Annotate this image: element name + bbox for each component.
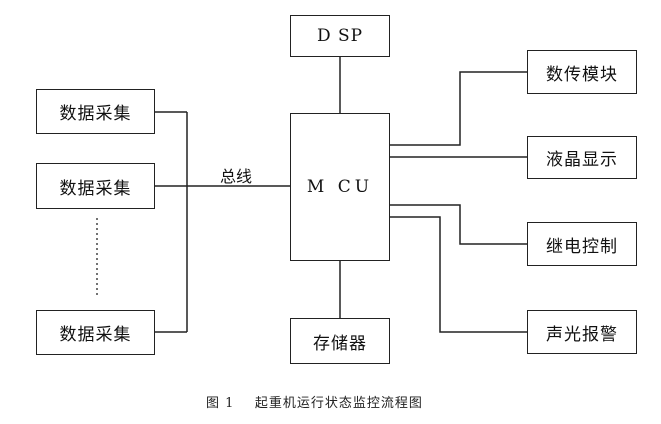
data-acq-label: 数据采集 bbox=[59, 325, 132, 345]
output-block-lcd: 液晶显示 bbox=[527, 136, 637, 179]
mcu-alarm-line bbox=[390, 216, 527, 333]
output-block-datatx: 数传模块 bbox=[527, 50, 637, 94]
output-label: 数传模块 bbox=[546, 64, 618, 85]
output-label: 声光报警 bbox=[546, 324, 618, 345]
output-block-alarm: 声光报警 bbox=[527, 310, 637, 354]
dsp-label: D SP bbox=[316, 26, 364, 46]
data-acq-block-2: 数据采集 bbox=[36, 163, 155, 209]
output-label: 液晶显示 bbox=[546, 150, 618, 170]
mcu-relay-line bbox=[390, 204, 527, 245]
mcu-label: M CU bbox=[306, 177, 374, 197]
mcu-datatx-line bbox=[390, 71, 527, 146]
mcu-block: M CU bbox=[290, 113, 390, 261]
data-acq-label: 数据采集 bbox=[59, 104, 132, 124]
output-label: 继电控制 bbox=[546, 236, 618, 257]
storage-block: 存储器 bbox=[290, 318, 390, 364]
data-acq-label: 数据采集 bbox=[59, 178, 132, 199]
storage-label: 存储器 bbox=[313, 333, 367, 354]
dsp-block: D SP bbox=[290, 15, 390, 57]
data-acq-block-1: 数据采集 bbox=[36, 89, 155, 134]
data-acq-block-3: 数据采集 bbox=[36, 310, 155, 355]
output-block-relay: 继电控制 bbox=[527, 222, 637, 266]
figure-caption: 图 1 起重机运行状态监控流程图 bbox=[206, 396, 423, 411]
bus-label: 总线 bbox=[220, 167, 253, 186]
